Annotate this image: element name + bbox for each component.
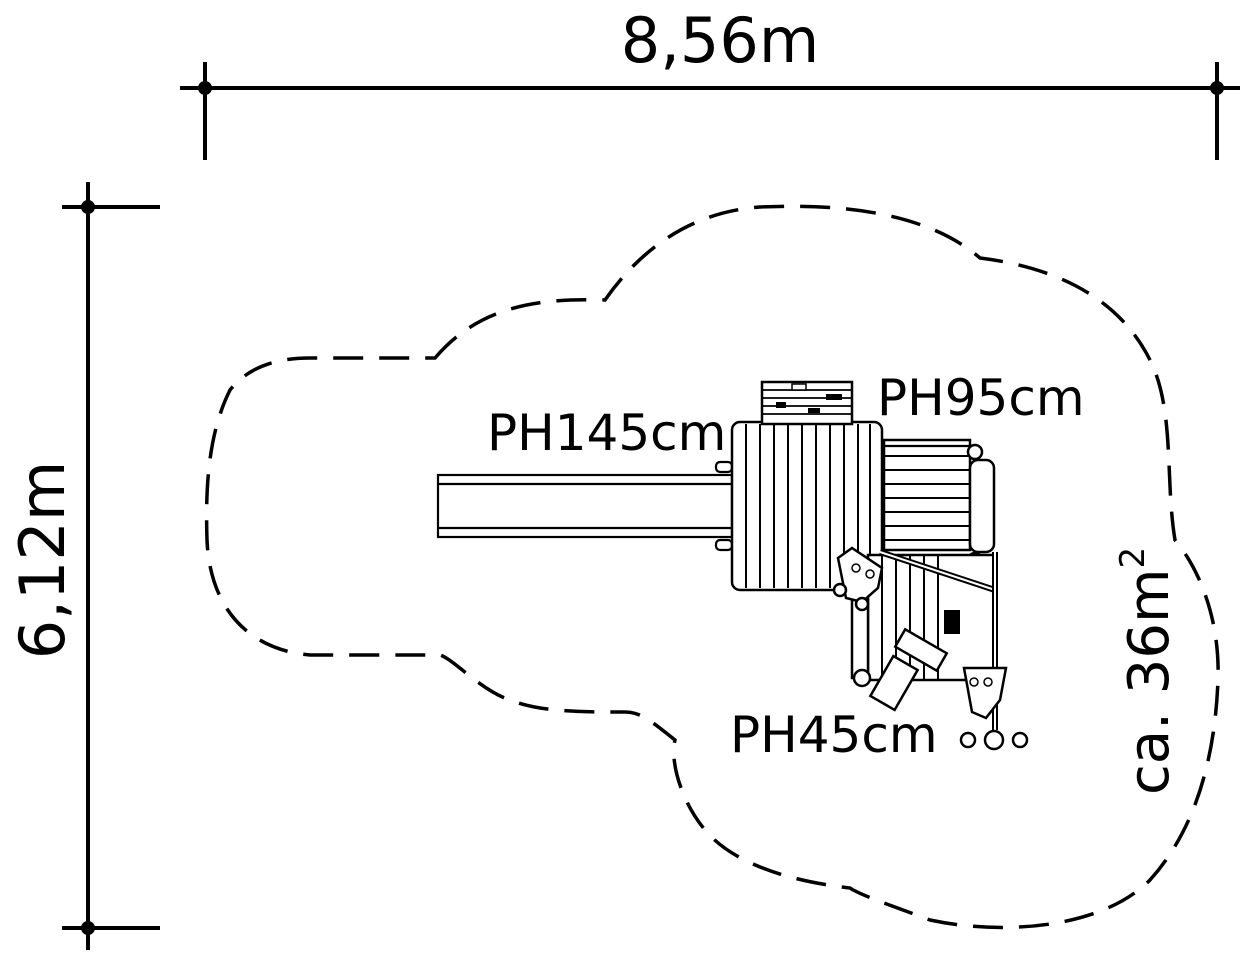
safety-area-outline: [204, 204, 1220, 930]
platform-height-label-middle: PH95cm: [877, 369, 1085, 427]
slide: [436, 460, 734, 552]
depth-label: 6,12m: [6, 461, 79, 659]
middle-platform: [882, 438, 996, 569]
ramp-ladder: [868, 627, 949, 712]
area-label-superscript: 2: [1113, 547, 1153, 569]
platform-height-label-upper: PH145cm: [487, 404, 726, 462]
horse-head-figure-upper: [832, 546, 884, 612]
platform-height-label-lower: PH45cm: [730, 706, 938, 764]
horse-head-figure-lower: [959, 666, 1029, 751]
depth-dimension: [62, 182, 160, 950]
width-label: 8,56m: [621, 4, 819, 77]
area-label: ca. 36m2: [1113, 547, 1182, 795]
width-dimension: [180, 62, 1240, 160]
area-label-text: ca. 36m: [1117, 568, 1182, 795]
lower-platform: [850, 549, 998, 730]
sandbox-bench: [760, 380, 854, 426]
svg-text:ca. 36m2: ca. 36m2: [1113, 547, 1182, 795]
